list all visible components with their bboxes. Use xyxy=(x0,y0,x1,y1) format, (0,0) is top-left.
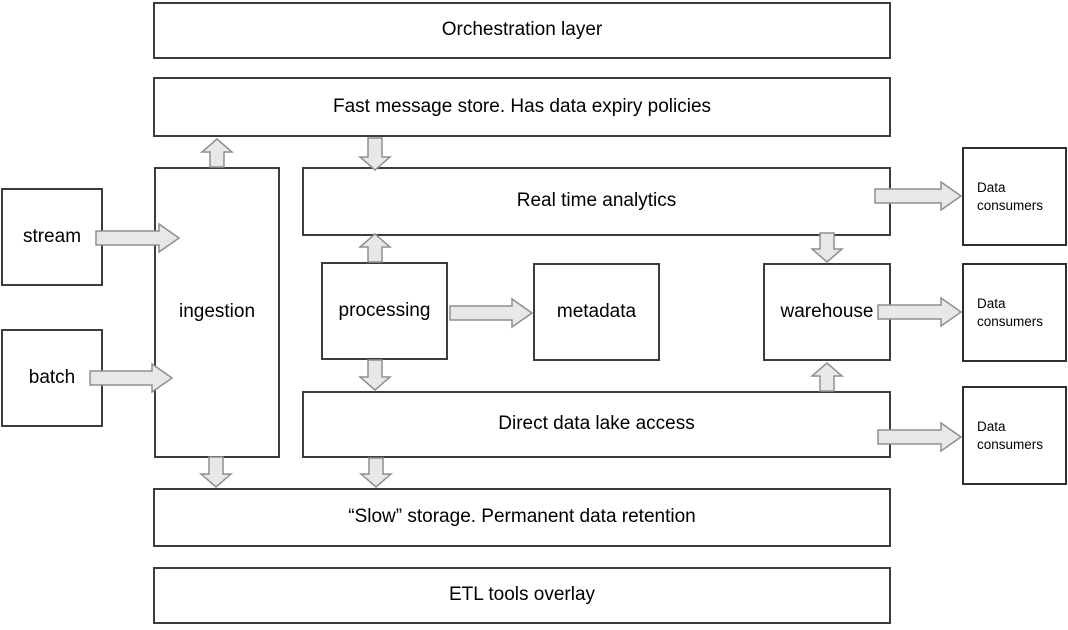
node-direct-data-lake-access-label: Direct data lake access xyxy=(498,413,695,435)
node-orchestration-layer-label: Orchestration layer xyxy=(441,19,603,41)
node-metadata: metadata xyxy=(533,263,660,361)
node-warehouse-label: warehouse xyxy=(780,300,874,322)
node-fast-message-store-label: Fast message store. Has data expiry poli… xyxy=(332,95,712,117)
arrow-processing-to-real-time-analytics xyxy=(357,233,393,263)
arrow-ingestion-to-fast-message-store xyxy=(199,138,235,168)
arrow-direct-data-lake-access-to-slow-storage xyxy=(358,457,394,488)
node-data-consumers-1-label: Data consumers xyxy=(977,179,1044,213)
node-data-consumers-1: Data consumers xyxy=(962,147,1067,246)
node-etl-tools-overlay: ETL tools overlay xyxy=(153,567,891,624)
node-slow-storage-label: “Slow” storage. Permanent data retention xyxy=(348,506,696,528)
arrow-fast-message-store-to-real-time-analytics xyxy=(357,137,393,171)
node-batch: batch xyxy=(1,329,103,427)
node-ingestion-label: ingestion xyxy=(178,301,256,323)
node-slow-storage: “Slow” storage. Permanent data retention xyxy=(153,488,891,547)
node-stream-label: stream xyxy=(22,225,82,247)
node-data-consumers-2: Data consumers xyxy=(962,263,1067,362)
node-stream: stream xyxy=(1,188,103,286)
node-direct-data-lake-access: Direct data lake access xyxy=(302,391,891,458)
node-processing: processing xyxy=(321,262,448,360)
arrow-processing-to-metadata xyxy=(449,297,534,329)
node-processing-label: processing xyxy=(338,299,431,321)
node-real-time-analytics-label: Real time analytics xyxy=(516,190,677,212)
node-ingestion: ingestion xyxy=(154,167,280,458)
arrow-real-time-analytics-to-warehouse xyxy=(809,232,845,263)
node-real-time-analytics: Real time analytics xyxy=(302,167,891,236)
node-data-consumers-3-label: Data consumers xyxy=(977,418,1044,452)
arrow-ingestion-to-slow-storage xyxy=(198,456,234,488)
node-data-consumers-2-label: Data consumers xyxy=(977,295,1044,329)
node-etl-tools-overlay-label: ETL tools overlay xyxy=(448,584,596,606)
node-warehouse: warehouse xyxy=(763,263,891,361)
node-batch-label: batch xyxy=(28,366,76,388)
node-orchestration-layer: Orchestration layer xyxy=(153,2,891,59)
arrow-processing-to-direct-data-lake-access xyxy=(357,359,393,391)
node-metadata-label: metadata xyxy=(556,300,637,322)
node-fast-message-store: Fast message store. Has data expiry poli… xyxy=(153,77,891,137)
arrow-direct-data-lake-access-to-warehouse xyxy=(809,362,845,392)
node-data-consumers-3: Data consumers xyxy=(962,386,1067,485)
